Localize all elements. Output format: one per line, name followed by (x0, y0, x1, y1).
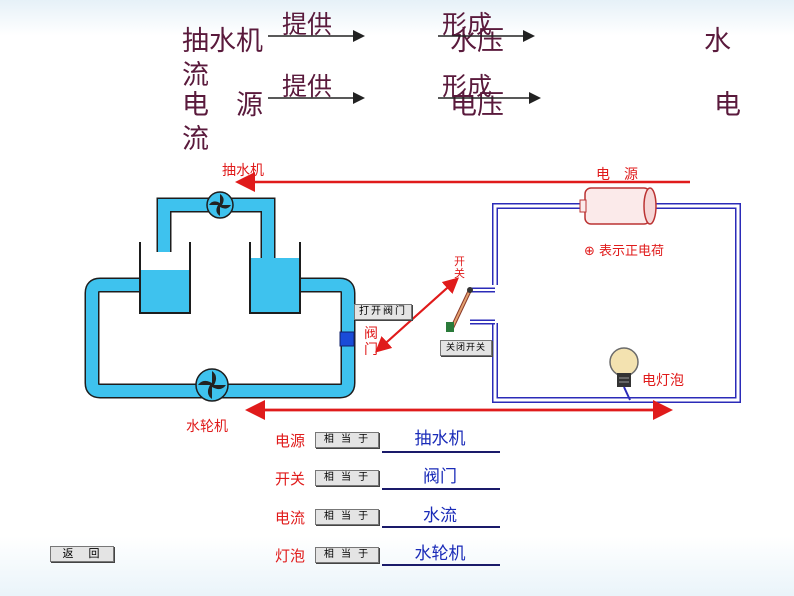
header-water-pressure: 水压 (450, 26, 504, 57)
close-switch-button[interactable]: 关闭开关 (440, 340, 492, 356)
map-left-2: 电流 (275, 509, 306, 527)
open-valve-button[interactable]: 打开阀门 (354, 304, 412, 320)
header-voltage: 电压 (450, 90, 504, 121)
header-provide-2: 提供 (282, 72, 333, 101)
source-label: 电 源 (596, 167, 638, 183)
charge-symbol: ⊕ (584, 244, 595, 259)
waterwheel-label: 水轮机 (186, 419, 228, 435)
header-pump: 抽水机 (182, 26, 263, 57)
equiv-button-3[interactable]: 相 当 于 (315, 547, 379, 563)
map-answer-2: 水流 (423, 506, 457, 526)
charge-note: 表示正电荷 (599, 244, 665, 259)
switch-label: 开关 (454, 255, 465, 280)
map-answer-0: 抽水机 (414, 429, 466, 449)
equiv-button-1[interactable]: 相 当 于 (315, 470, 379, 486)
map-left-3: 灯泡 (275, 547, 306, 565)
map-answer-3: 水轮机 (414, 544, 466, 564)
equiv-button-2[interactable]: 相 当 于 (315, 509, 379, 525)
header-source: 电 源 (182, 90, 263, 121)
map-left-1: 开关 (275, 470, 306, 488)
analogy-arrows (235, 172, 690, 420)
header-water-flow: 流 (182, 60, 209, 91)
header-form-1: 形成 (442, 10, 493, 39)
valve-label: 阀门 (364, 326, 378, 358)
header-arrows (268, 30, 541, 104)
back-button[interactable]: 返 回 (50, 546, 114, 562)
charge-legend: ⊕ 表示正电荷 (584, 240, 664, 259)
map-left-0: 电源 (275, 432, 306, 450)
header-electric: 电 (714, 90, 741, 121)
pump-label: 抽水机 (222, 163, 264, 179)
map-answer-1: 阀门 (423, 467, 457, 487)
electric-circuit (446, 187, 741, 403)
equiv-button-0[interactable]: 相 当 于 (315, 432, 379, 448)
mapping-underlines (382, 451, 500, 566)
header-provide-1: 提供 (282, 10, 333, 39)
header-form-2: 形成 (442, 72, 493, 101)
water-circuit (84, 191, 356, 402)
header-current: 流 (182, 124, 209, 155)
header-water: 水 (704, 26, 731, 57)
bulb-label: 电灯泡 (642, 373, 684, 389)
